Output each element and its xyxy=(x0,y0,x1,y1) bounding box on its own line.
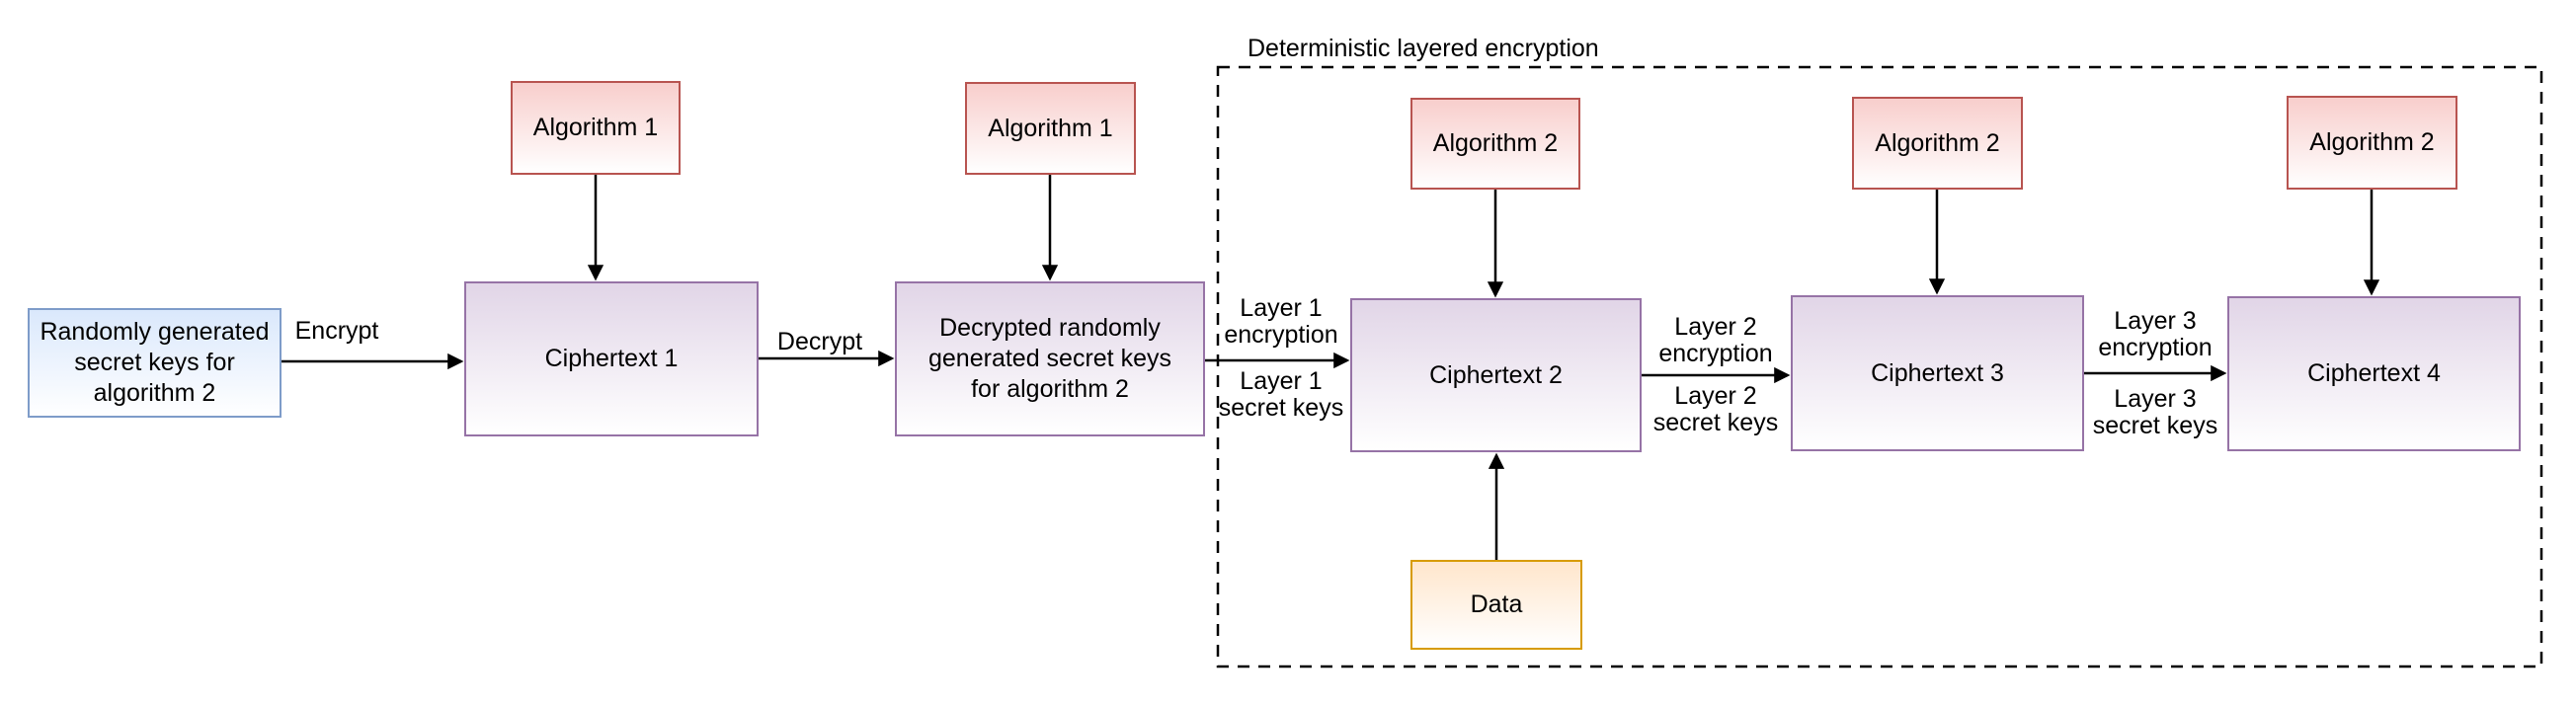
edge-label-encrypt: Encrypt xyxy=(294,317,379,345)
edge-label-layer3-encryption: Layer 3 encryption xyxy=(2098,307,2213,361)
node-decrypted-secret-keys: Decrypted randomly generated secret keys… xyxy=(895,281,1205,436)
edge-label-decrypt: Decrypt xyxy=(776,328,863,355)
edge-label-layer1-encryption: Layer 1 encryption xyxy=(1224,294,1338,349)
node-algorithm2-second: Algorithm 2 xyxy=(1852,97,2023,190)
node-ciphertext3: Ciphertext 3 xyxy=(1791,295,2084,451)
node-ciphertext1: Ciphertext 1 xyxy=(464,281,759,436)
node-ciphertext2: Ciphertext 2 xyxy=(1350,298,1642,452)
node-algorithm2-first: Algorithm 2 xyxy=(1410,98,1580,190)
edge-label-layer2-secret-keys: Layer 2 secret keys xyxy=(1652,382,1779,436)
node-algorithm1-second: Algorithm 1 xyxy=(965,82,1136,175)
node-ciphertext4: Ciphertext 4 xyxy=(2227,296,2521,451)
node-algorithm2-third: Algorithm 2 xyxy=(2287,96,2457,190)
deterministic-region-title: Deterministic layered encryption xyxy=(1248,35,1599,62)
node-data: Data xyxy=(1410,560,1582,650)
node-random-secret-keys: Randomly generated secret keys for algor… xyxy=(28,308,282,418)
node-algorithm1-first: Algorithm 1 xyxy=(511,81,681,175)
edge-label-layer2-encryption: Layer 2 encryption xyxy=(1658,313,1773,367)
edge-label-layer3-secret-keys: Layer 3 secret keys xyxy=(2092,385,2218,439)
edge-label-layer1-secret-keys: Layer 1 secret keys xyxy=(1218,367,1344,422)
